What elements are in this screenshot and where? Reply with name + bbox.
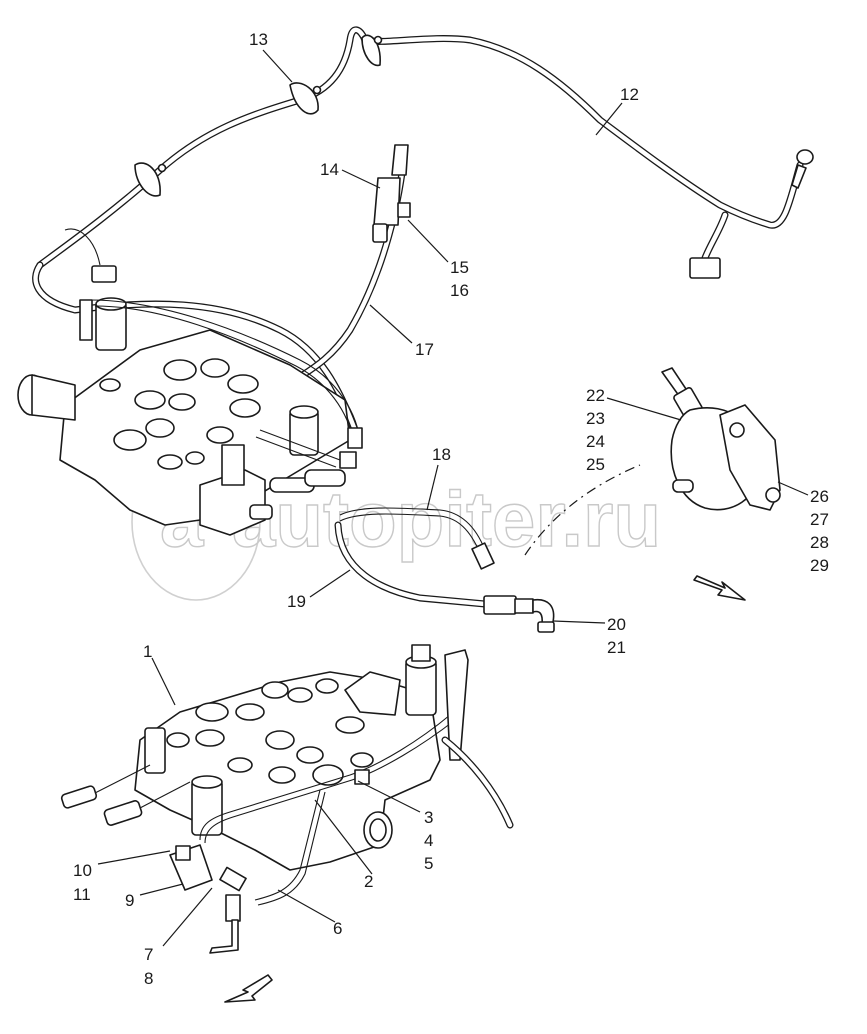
- harness-clip: [289, 82, 319, 115]
- callout-18: 18: [432, 445, 451, 464]
- hose-19-ferrule: [483, 595, 517, 615]
- callout-2: 2: [364, 872, 373, 891]
- callout-4: 4: [424, 831, 433, 850]
- callout-21: 21: [607, 638, 626, 657]
- harness-connector-round: [796, 149, 814, 165]
- tee-fitting-7: [219, 866, 247, 892]
- callout-12: 12: [620, 85, 639, 104]
- callout-22: 22: [586, 386, 605, 405]
- callout-1: 1: [143, 642, 152, 661]
- callout-26: 26: [810, 487, 829, 506]
- connector-left-1: [60, 785, 98, 809]
- harness-clip: [134, 162, 161, 197]
- valve-ports: [99, 358, 261, 470]
- callout-10: 10: [73, 861, 92, 880]
- fitting-14: [373, 177, 401, 226]
- callout-8: 8: [144, 969, 153, 988]
- pipe-clamp-3: [354, 769, 370, 785]
- pipe-6: [254, 789, 321, 901]
- accumulator-assembly: [524, 367, 781, 556]
- callout-7: 7: [144, 945, 153, 964]
- callout-19: 19: [287, 592, 306, 611]
- callout-23: 23: [586, 409, 605, 428]
- upper-valve-stack: [199, 469, 266, 536]
- connector-left-2: [103, 800, 143, 826]
- callout-16: 16: [450, 281, 469, 300]
- hose-fitting: [391, 144, 409, 176]
- callout-29: 29: [810, 556, 829, 575]
- callout-14: 14: [320, 160, 339, 179]
- hose-19: [334, 521, 555, 633]
- lower-valve-ports: [166, 678, 374, 786]
- elbow-fitting-20: [532, 598, 555, 625]
- callout-11: 11: [73, 885, 91, 904]
- callout-25: 25: [586, 455, 605, 474]
- fitting-tee-15: [397, 202, 411, 218]
- direction-arrow-down-left: [224, 974, 273, 1003]
- hose-17-assembly: [291, 144, 411, 384]
- callout-20: 20: [607, 615, 626, 634]
- callout-24: 24: [586, 432, 605, 451]
- assembly-centerline: [524, 464, 641, 556]
- callout-13: 13: [249, 30, 268, 49]
- callout-27: 27: [810, 510, 829, 529]
- lower-valve-block: [60, 644, 514, 954]
- callout-17: 17: [415, 340, 434, 359]
- callout-9: 9: [125, 891, 134, 910]
- harness-connector-plug: [689, 257, 721, 279]
- upper-valve-block: [17, 297, 363, 536]
- wiring-harness: [32, 26, 814, 434]
- callout-labels: 13 12 14 15 16 17 18 19 20 21 22 23 24 2…: [73, 30, 829, 988]
- callout-5: 5: [424, 854, 433, 873]
- callout-6: 6: [333, 919, 342, 938]
- pipe-18: [339, 507, 495, 570]
- callout-3: 3: [424, 808, 433, 827]
- callout-28: 28: [810, 533, 829, 552]
- callout-15: 15: [450, 258, 469, 277]
- direction-arrow-down-right: [693, 575, 746, 601]
- leader-lines: [97, 49, 809, 947]
